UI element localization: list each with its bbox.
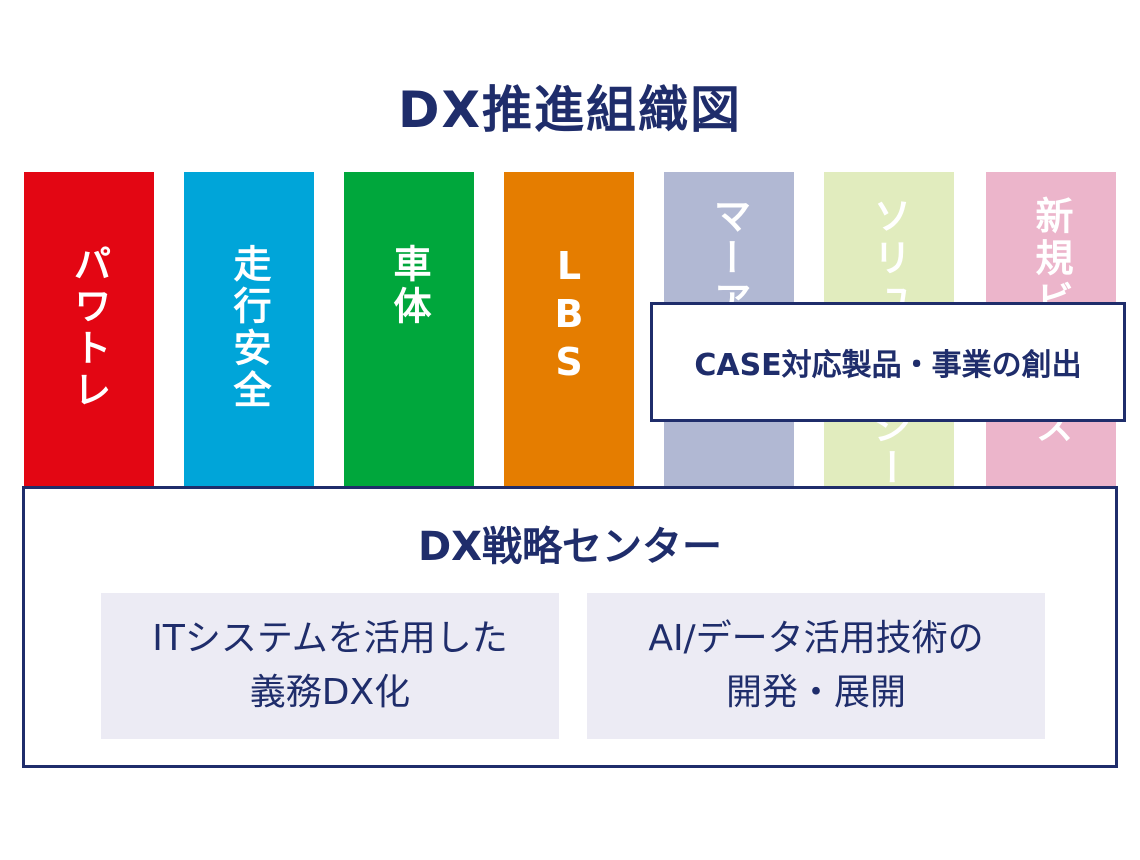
division-column-driving-safety: 走行安全 [184,172,314,490]
division-label: 走行安全 [227,244,271,412]
division-column-body: 車体 [344,172,474,490]
division-label: パワトレ [67,244,111,412]
division-column-lbs: LBS [504,172,634,490]
page-title: DX推進組織図 [397,81,743,139]
case-initiative-box: CASE対応製品・事業の創出 [650,302,1126,422]
division-label: LBS [547,244,591,388]
dx-strategy-center-box: DX戦略センター ITシステムを活用した 義務DX化 AI/データ活用技術の 開… [22,486,1118,768]
ai-data-development-box: AI/データ活用技術の 開発・展開 [587,593,1045,739]
division-column-powertrain: パワトレ [24,172,154,490]
dx-strategy-center-title: DX戦略センター [417,524,723,570]
it-system-dx-box: ITシステムを活用した 義務DX化 [101,593,559,739]
division-label: 車体 [387,244,431,328]
